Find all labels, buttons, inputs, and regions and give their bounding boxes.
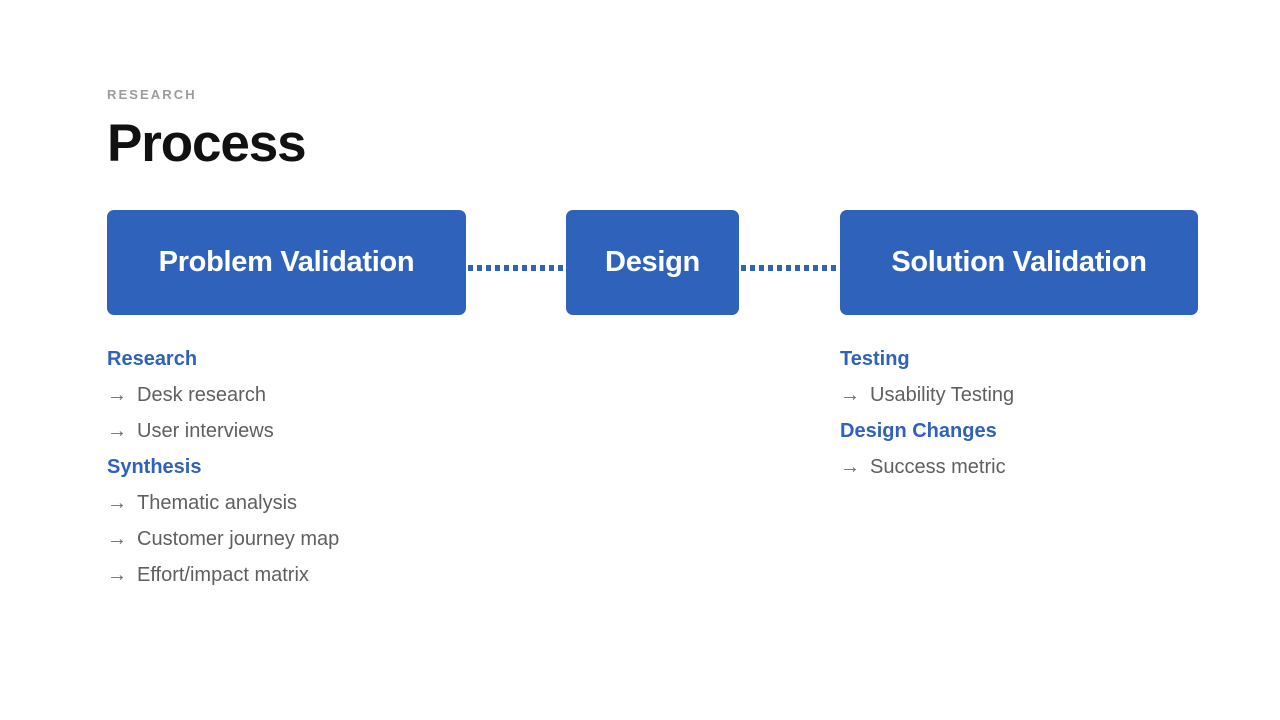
arrow-right-icon: →	[107, 492, 127, 514]
detail-column-problem-validation: Research → Desk research → User intervie…	[107, 341, 667, 593]
process-flow-diagram: Problem Validation Design Solution Valid…	[107, 210, 1198, 315]
dotted-connector-icon	[468, 265, 564, 271]
page-title: Process	[107, 114, 307, 173]
list-item: → Effort/impact matrix	[107, 557, 667, 593]
list-item-label: Success metric	[870, 456, 1006, 478]
section-eyebrow: RESEARCH	[107, 87, 197, 102]
group-heading: Synthesis	[107, 456, 202, 478]
detail-group: Design Changes → Success metric	[840, 413, 1198, 485]
detail-group: Testing → Usability Testing	[840, 341, 1198, 413]
detail-group: Research → Desk research → User intervie…	[107, 341, 667, 449]
arrow-right-icon: →	[840, 384, 860, 406]
list-item-label: Usability Testing	[870, 384, 1015, 406]
arrow-right-icon: →	[107, 564, 127, 586]
list-item-label: Customer journey map	[137, 528, 340, 550]
slide-header: RESEARCH Process	[107, 87, 307, 173]
list-item: → Thematic analysis	[107, 485, 667, 521]
detail-column-solution-validation: Testing → Usability Testing Design Chang…	[840, 341, 1198, 485]
dotted-connector-icon	[741, 265, 838, 271]
list-item-label: Thematic analysis	[137, 492, 298, 514]
stage-box-solution-validation[interactable]: Solution Validation	[840, 210, 1198, 315]
list-item-label: User interviews	[137, 420, 274, 442]
list-item: → Desk research	[107, 377, 667, 413]
list-item-label: Desk research	[137, 384, 266, 406]
group-heading: Research	[107, 348, 198, 370]
group-heading: Testing	[840, 348, 910, 370]
list-item-label: Effort/impact matrix	[137, 564, 309, 586]
group-heading: Design Changes	[840, 420, 997, 442]
stage-label: Design	[605, 246, 700, 278]
stage-box-problem-validation[interactable]: Problem Validation	[107, 210, 466, 315]
list-item: → Customer journey map	[107, 521, 667, 557]
arrow-right-icon: →	[107, 384, 127, 406]
stage-box-design[interactable]: Design	[566, 210, 739, 315]
arrow-right-icon: →	[840, 456, 860, 478]
detail-group: Synthesis → Thematic analysis → Customer…	[107, 449, 667, 593]
list-item: → Usability Testing	[840, 377, 1198, 413]
arrow-right-icon: →	[107, 528, 127, 550]
list-item: → Success metric	[840, 449, 1198, 485]
stage-label: Problem Validation	[158, 246, 415, 278]
list-item: → User interviews	[107, 413, 667, 449]
arrow-right-icon: →	[107, 420, 127, 442]
stage-label: Solution Validation	[891, 246, 1147, 278]
